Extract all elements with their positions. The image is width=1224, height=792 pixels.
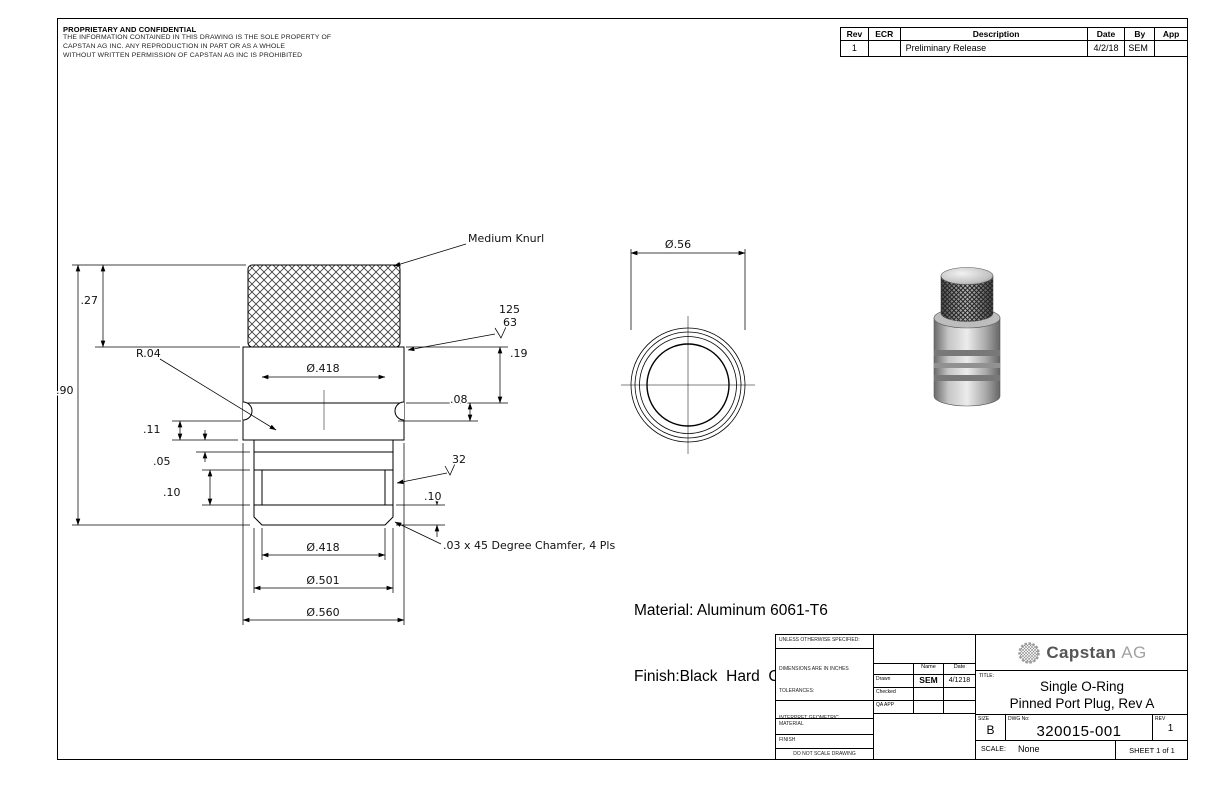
date-header: Date <box>953 664 966 670</box>
qa-label: QA APP <box>874 701 914 713</box>
title-label: TITLE: <box>979 673 995 679</box>
size-dwg-rev-row: SIZE B DWG No: 320015-001 REV 1 <box>976 715 1188 741</box>
proprietary-title: PROPRIETARY AND CONFIDENTIAL <box>63 25 197 34</box>
revision-header-description: Description <box>901 28 1088 40</box>
revision-table: Rev ECR Description Date By App 1 Prelim… <box>840 27 1188 57</box>
proprietary-line: THE INFORMATION CONTAINED IN THIS DRAWIN… <box>63 34 332 41</box>
finish-63: 63 <box>503 316 517 329</box>
knurl-callout: Medium Knurl <box>468 232 544 245</box>
name-header: Name <box>914 664 944 674</box>
spec-header: UNLESS OTHERWISE SPECIFIED: <box>776 635 873 649</box>
proprietary-line: CAPSTAN AG INC. ANY REPRODUCTION IN PART… <box>63 42 285 50</box>
revision-header-ecr: ECR <box>869 28 901 40</box>
title-block: UNLESS OTHERWISE SPECIFIED: DIMENSIONS A… <box>775 634 1188 760</box>
checked-label: Checked <box>874 688 914 700</box>
qa-name <box>914 701 944 713</box>
checked-date <box>944 688 975 700</box>
finish-32: 32 <box>452 453 466 466</box>
dim-19: .19 <box>510 347 528 360</box>
drawing-title-line1: Single O-Ring <box>1039 679 1125 694</box>
revision-rev: 1 <box>841 41 869 56</box>
dim-10-right: .10 <box>424 490 442 503</box>
material-cell: MATERIAL <box>776 719 873 735</box>
qa-row: QA APP <box>874 701 975 714</box>
brand-ag: AG <box>1121 642 1147 662</box>
sheet-border <box>57 18 1188 760</box>
dim-dia-501: Ø.501 <box>306 574 339 587</box>
capstan-gear-icon <box>1018 641 1041 664</box>
dim-dia-560: Ø.560 <box>306 606 339 619</box>
drawing-title-line2: Pinned Port Plug, Rev A <box>1009 696 1155 711</box>
dim-overall-height: .90 <box>56 384 74 397</box>
finish-cell: FINISH <box>776 735 873 749</box>
tolerance-lines: DIMENSIONS ARE IN INCHES TOLERANCES: FRA… <box>776 649 873 701</box>
rev-label: REV <box>1155 716 1166 722</box>
isometric-view <box>933 267 1001 407</box>
size-value: B <box>986 723 995 737</box>
scale-row: SCALE: None SHEET 1 of 1 <box>976 741 1188 759</box>
revision-date: 4/2/18 <box>1088 41 1126 56</box>
revision-header-date: Date <box>1088 28 1126 40</box>
dim-dia-56: Ø.56 <box>665 238 691 251</box>
qa-date <box>944 701 975 713</box>
checked-row: Checked <box>874 688 975 701</box>
revision-header-row: Rev ECR Description Date By App <box>841 28 1187 41</box>
scale-label: SCALE: <box>981 746 1006 753</box>
revision-app <box>1155 41 1187 56</box>
rev-cell: REV 1 <box>1152 715 1188 740</box>
dim-knurl-height: .27 <box>81 294 99 307</box>
brand-capstan: Capstan <box>1046 642 1117 662</box>
front-dimensions: .27 .90 R.04 Ø.418 .11 .05 .10 125 63 .1… <box>55 231 617 625</box>
dwg-cell: DWG No: 320015-001 <box>1006 715 1152 740</box>
material-note: Material: Aluminum 6061-T6 <box>634 602 828 619</box>
revision-description: Preliminary Release <box>901 41 1088 56</box>
dim-05: .05 <box>153 455 171 468</box>
proprietary-line: WITHOUT WRITTEN PERMISSION OF CAPSTAN AG… <box>63 51 303 59</box>
drawn-row: Drawn SEM 4/1218 <box>874 675 975 688</box>
rev-value: 1 <box>1167 723 1174 734</box>
dim-dia-418-upper: Ø.418 <box>306 362 339 375</box>
dwg-label: DWG No: <box>1008 716 1030 722</box>
revision-by: SEM <box>1125 41 1156 56</box>
chamfer-note: .03 x 45 Degree Chamfer, 4 Pls <box>443 539 615 552</box>
dim-10-left: .10 <box>163 486 181 499</box>
proprietary-note: PROPRIETARY AND CONFIDENTIAL THE INFORMA… <box>63 25 463 60</box>
dim-11: .11 <box>143 423 161 436</box>
drawn-date: 4/1218 <box>948 677 971 684</box>
signature-header-row: Name Date <box>874 663 975 675</box>
signature-header-spacer <box>874 664 914 674</box>
finish-125: 125 <box>499 303 520 316</box>
scale-value: None <box>1018 744 1040 754</box>
geometric-tolerance-cell: INTERPRET GEOMETRIC TOLERANCING PER: <box>776 701 873 719</box>
front-view <box>242 264 405 526</box>
dwg-number: 320015-001 <box>1036 723 1122 740</box>
revision-ecr <box>869 41 901 56</box>
size-cell: SIZE B <box>976 715 1006 740</box>
revision-header-app: App <box>1162 29 1180 39</box>
top-view: Ø.56 <box>621 237 755 454</box>
revision-header-by: By <box>1125 28 1156 40</box>
title-cell: TITLE: Single O-Ring Pinned Port Plug, R… <box>976 671 1188 715</box>
tolerance-line: TOLERANCES: <box>779 688 815 695</box>
revision-header-rev: Rev <box>841 28 869 40</box>
dim-08: .08 <box>450 393 468 406</box>
signature-block: Name Date Drawn SEM 4/1218 Checked QA AP… <box>874 635 976 759</box>
tolerance-line: INTERPRET GEOMETRIC <box>779 715 839 719</box>
drawn-label: Drawn <box>874 675 914 687</box>
checked-name <box>914 688 944 700</box>
tolerance-block: UNLESS OTHERWISE SPECIFIED: DIMENSIONS A… <box>776 635 874 759</box>
tolerance-line: DIMENSIONS ARE IN INCHES <box>779 665 849 672</box>
revision-row: 1 Preliminary Release 4/2/18 SEM <box>841 41 1187 56</box>
sheet-cell: SHEET 1 of 1 <box>1115 741 1188 759</box>
dim-dia-418-lower: Ø.418 <box>306 541 339 554</box>
dim-radius: R.04 <box>136 347 161 360</box>
drawn-name: SEM <box>914 675 944 687</box>
do-not-scale-cell: DO NOT SCALE DRAWING <box>793 750 856 757</box>
size-label: SIZE <box>978 716 990 722</box>
